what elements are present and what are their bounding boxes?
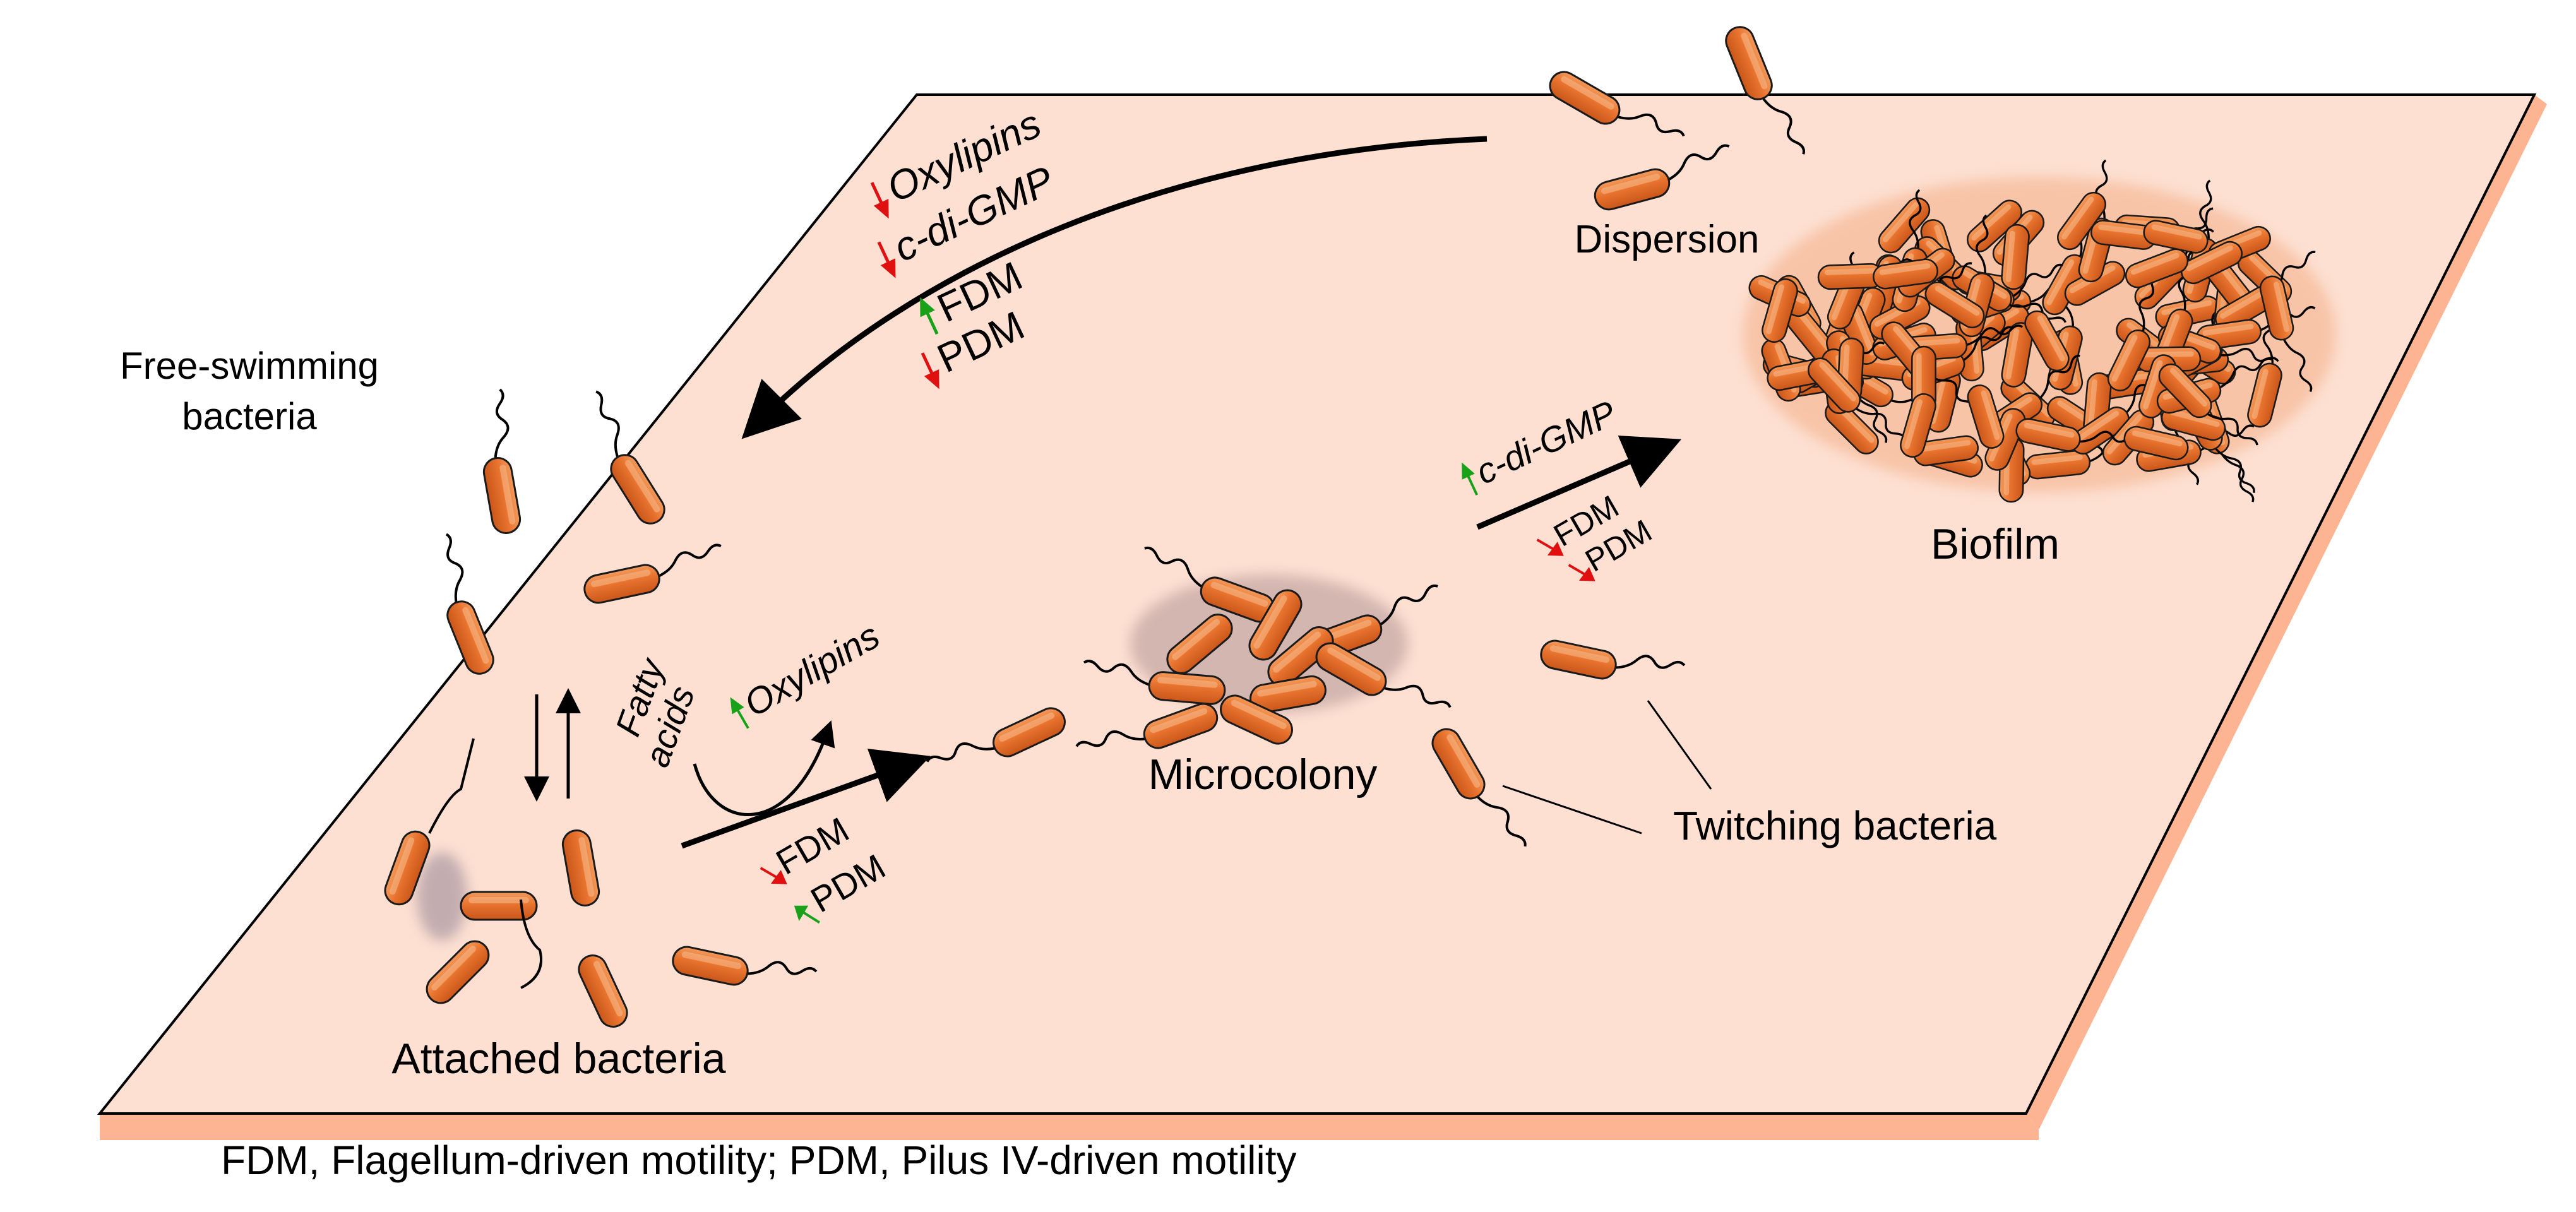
bacterium [2000,223,2031,291]
down-arrow-icon [1536,538,1564,556]
bacterium [470,389,527,535]
free-swimming-label-line2: bacteria [182,395,317,437]
up-arrow-icon [730,697,749,729]
up-arrow-icon [920,297,939,335]
up-arrow-icon [794,905,820,924]
bacterium [460,891,538,921]
footnote: FDM, Flagellum-driven motility; PDM, Pil… [221,1138,1296,1183]
biofilm-cluster [1743,160,2336,510]
microcolony-to-biofilm-arrow [1476,436,1682,530]
biofilm-label: Biofilm [1931,520,2060,568]
down-arrow-icon [760,867,787,884]
twitching-bacteria-label: Twitching bacteria [1673,803,1997,848]
microcolony-label: Microcolony [1148,751,1378,799]
attached-bacteria-label: Attached bacteria [391,1035,725,1083]
down-arrow-icon [870,182,889,219]
up-arrow-icon [1462,462,1479,496]
free-swimming-label-line1: Free-swimming [120,345,379,387]
twitching-bacteria [1428,634,1712,862]
fatty-acid-conversion-arrow [693,720,835,816]
attached-to-microcolony-arrow [681,749,931,849]
surface-edge-bottom [100,1114,2039,1140]
down-arrow-icon [877,241,896,278]
down-arrow-icon [921,352,939,389]
dispersion-arrow [741,136,1488,439]
down-arrow-icon [1568,564,1595,581]
surface-edge-right [2026,95,2547,1130]
bacterium [418,533,501,678]
attached-bacteria [380,738,817,1033]
dispersion-label: Dispersion [1575,218,1760,261]
microcolony-cluster [1076,547,1451,775]
